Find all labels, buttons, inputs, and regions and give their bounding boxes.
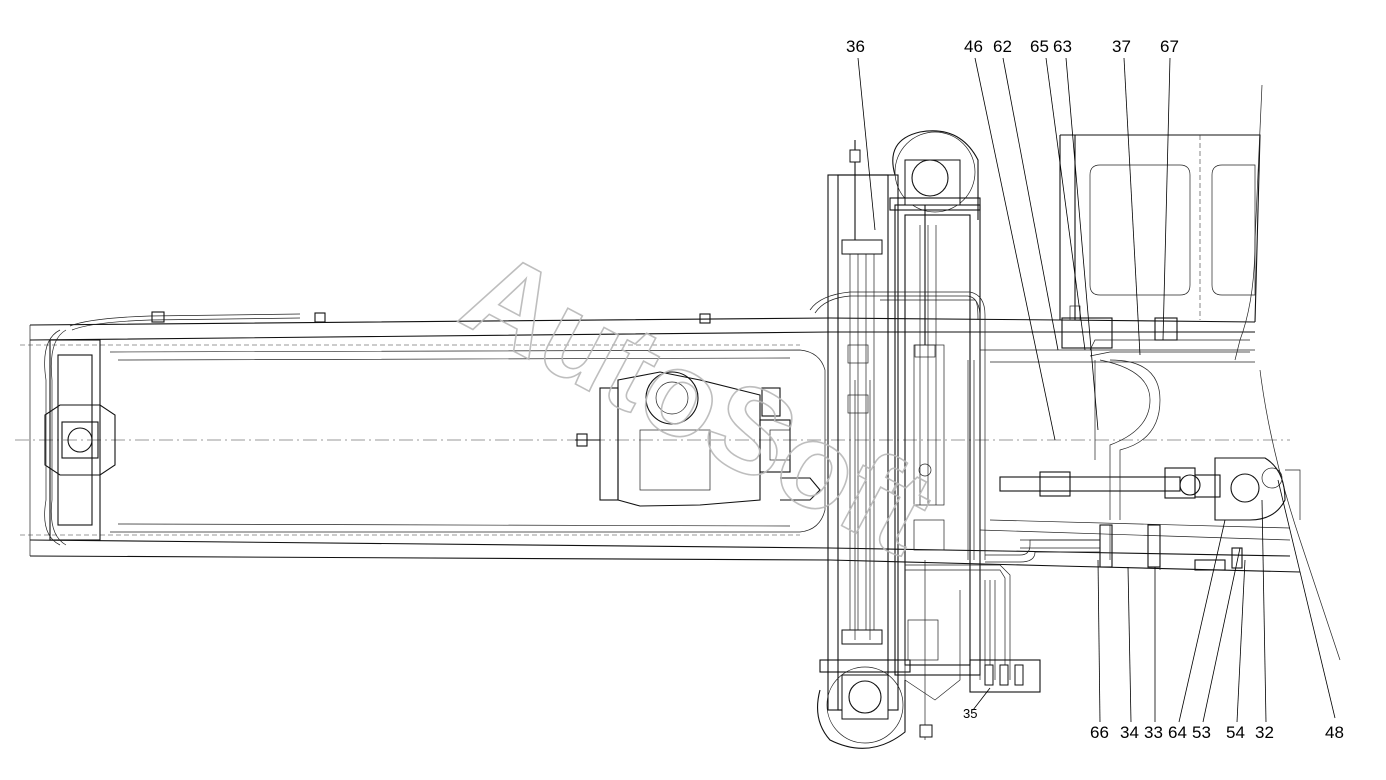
- engine-block: [575, 371, 821, 507]
- callout-36: 36: [846, 37, 865, 56]
- rear-cab: [1059, 84, 1341, 661]
- outrigger-right: [889, 130, 981, 740]
- callout-63: 63: [1053, 37, 1072, 56]
- callout-32: 32: [1255, 723, 1274, 742]
- callout-46: 46: [964, 37, 983, 56]
- front-crossmember: [44, 311, 711, 546]
- callout-37: 37: [1112, 37, 1131, 56]
- callout-62: 62: [993, 37, 1012, 56]
- callout-54: 54: [1226, 723, 1245, 742]
- frame-rails: [20, 317, 1301, 573]
- callout-48: 48: [1325, 723, 1344, 742]
- outrigger-left: [817, 140, 911, 749]
- callout-34: 34: [1120, 723, 1139, 742]
- callout-66: 66: [1090, 723, 1109, 742]
- callout-67: 67: [1160, 37, 1179, 56]
- callout-labels: 36 46 62 65 63 37 67 35 66 34 33 64 53 5…: [846, 37, 1344, 742]
- leader-lines: [857, 57, 1336, 723]
- rear-driveline: [999, 339, 1301, 571]
- callout-53: 53: [1192, 723, 1211, 742]
- callout-33: 33: [1144, 723, 1163, 742]
- callout-35: 35: [963, 706, 977, 721]
- callout-65: 65: [1030, 37, 1049, 56]
- watermark-text: AutoSoft: [443, 225, 953, 581]
- callout-64: 64: [1168, 723, 1187, 742]
- hose-bundles: [809, 291, 1100, 693]
